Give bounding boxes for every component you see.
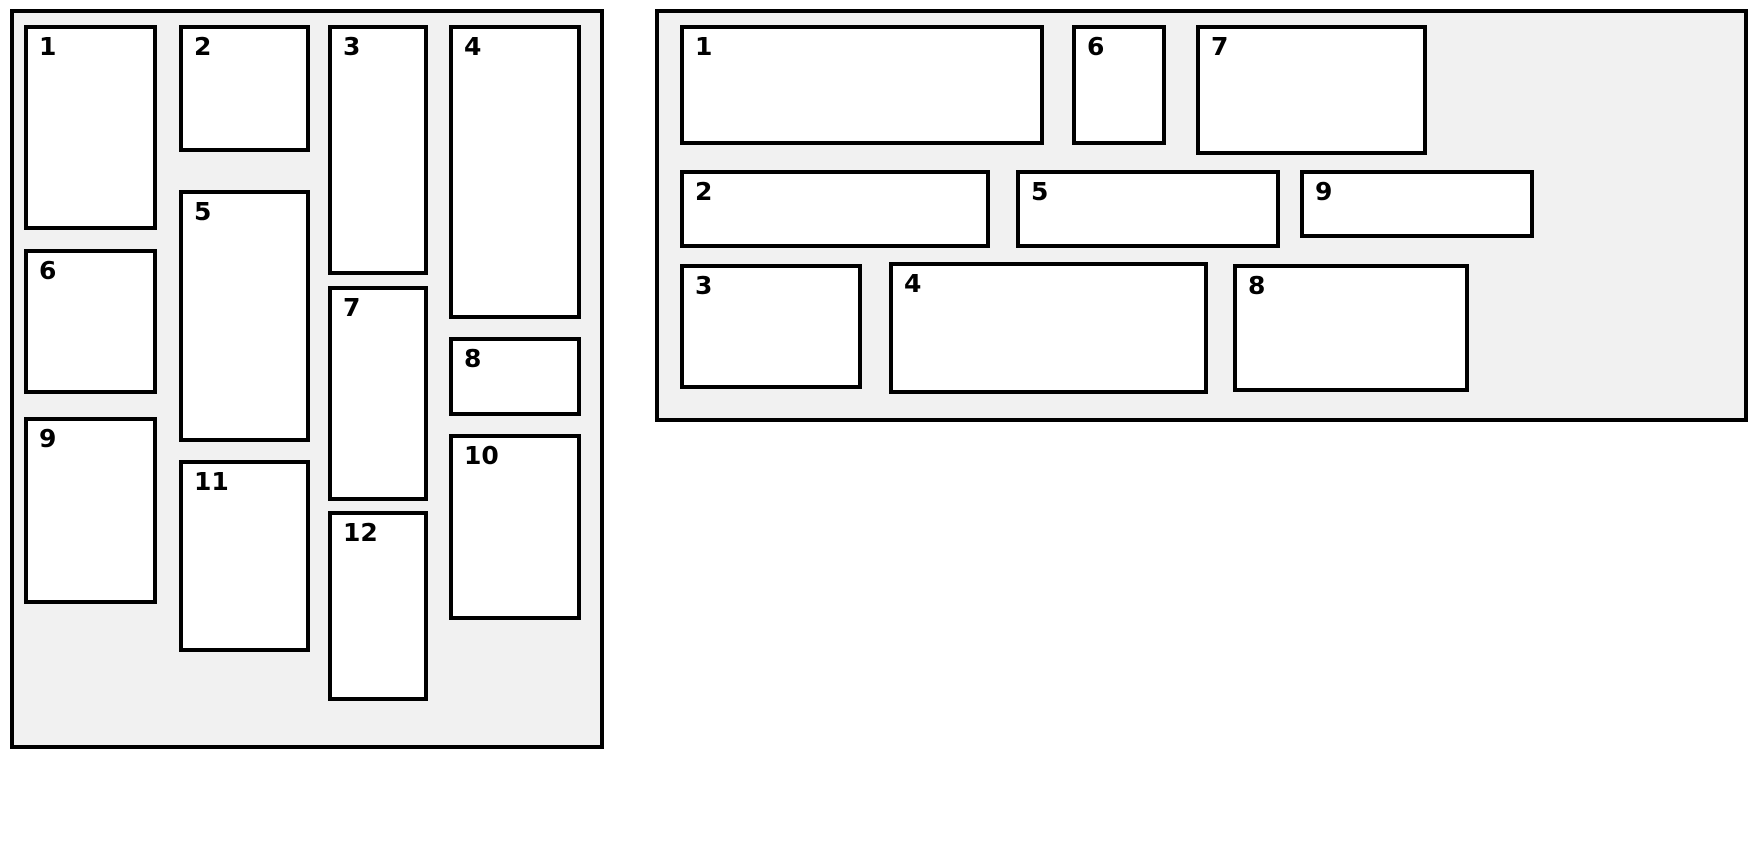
box-label: 9 <box>1315 177 1333 206</box>
right-panel-box-6[interactable]: 6 <box>1072 25 1166 145</box>
box-label: 4 <box>464 32 482 61</box>
box-label: 6 <box>1087 32 1105 61</box>
box-label: 7 <box>343 293 361 322</box>
left-panel-box-12[interactable]: 12 <box>328 511 428 701</box>
box-label: 4 <box>904 269 922 298</box>
box-label: 10 <box>464 441 499 470</box>
left-panel-box-10[interactable]: 10 <box>449 434 581 620</box>
left-panel-box-4[interactable]: 4 <box>449 25 581 319</box>
box-label: 2 <box>695 177 713 206</box>
box-label: 3 <box>695 271 713 300</box>
left-panel-box-6[interactable]: 6 <box>24 249 157 394</box>
left-panel-box-1[interactable]: 1 <box>24 25 157 230</box>
right-panel-box-5[interactable]: 5 <box>1016 170 1280 248</box>
left-panel-box-5[interactable]: 5 <box>179 190 310 442</box>
right-panel-box-4[interactable]: 4 <box>889 262 1208 394</box>
box-label: 8 <box>464 344 482 373</box>
left-panel-box-2[interactable]: 2 <box>179 25 310 152</box>
right-panel-box-8[interactable]: 8 <box>1233 264 1469 392</box>
right-panel: 1 6 7 2 5 9 3 4 8 <box>655 9 1748 422</box>
box-label: 9 <box>39 424 57 453</box>
box-label: 1 <box>695 32 713 61</box>
box-label: 6 <box>39 256 57 285</box>
right-panel-box-9[interactable]: 9 <box>1300 170 1534 238</box>
right-panel-box-2[interactable]: 2 <box>680 170 990 248</box>
left-panel-box-8[interactable]: 8 <box>449 337 581 416</box>
box-label: 1 <box>39 32 57 61</box>
right-panel-box-3[interactable]: 3 <box>680 264 862 389</box>
box-label: 12 <box>343 518 378 547</box>
right-panel-box-7[interactable]: 7 <box>1196 25 1427 155</box>
left-panel-box-11[interactable]: 11 <box>179 460 310 652</box>
box-label: 3 <box>343 32 361 61</box>
box-label: 5 <box>1031 177 1049 206</box>
box-label: 7 <box>1211 32 1229 61</box>
box-label: 5 <box>194 197 212 226</box>
box-label: 8 <box>1248 271 1266 300</box>
left-panel-box-3[interactable]: 3 <box>328 25 428 275</box>
left-panel-box-9[interactable]: 9 <box>24 417 157 604</box>
right-panel-box-1[interactable]: 1 <box>680 25 1044 145</box>
box-label: 2 <box>194 32 212 61</box>
left-panel-box-7[interactable]: 7 <box>328 286 428 501</box>
box-label: 11 <box>194 467 229 496</box>
